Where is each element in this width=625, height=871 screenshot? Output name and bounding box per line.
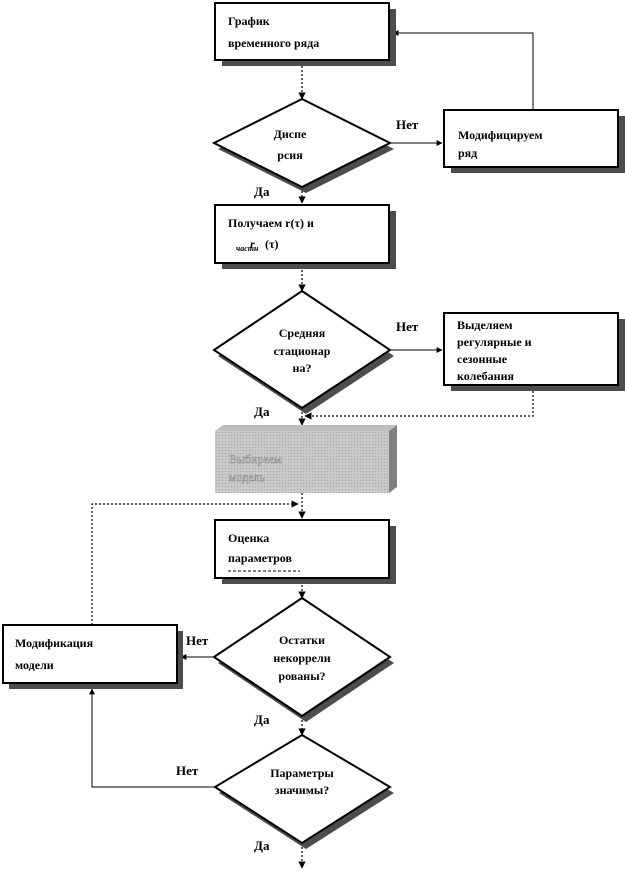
node-estimate-parameters: Оценка параметров (214, 519, 396, 584)
edge-fluctuations-return (304, 391, 534, 420)
node-extract-line4: колебания (457, 369, 514, 383)
label-parameters-no: Нет (176, 763, 199, 778)
decision-residuals-line2: некоррели (273, 651, 330, 665)
edge-labels: Нет Да Нет Да Нет Да Нет Да (176, 117, 419, 853)
label-variance-no: Нет (396, 117, 419, 132)
edge-modify-model-loop (91, 500, 299, 625)
node-modify-series-line2: ряд (458, 146, 477, 160)
node-choose-model-line1: Выбираем (229, 452, 282, 466)
node-modify-series-line1: Модифицируем (458, 128, 543, 142)
decision-mean-line2: стационар (274, 344, 331, 358)
node-modify-model: Модификация модели (2, 624, 183, 689)
decision-parameters-line2: значимы? (275, 783, 329, 797)
node-get-acf: Получаем r(τ) и частн r(τ) (214, 204, 396, 269)
edge-modify-series-loop (392, 30, 534, 110)
label-residuals-no: Нет (186, 633, 209, 648)
label-mean-no: Нет (396, 319, 419, 334)
node-estimate-line2: параметров (228, 551, 293, 565)
node-extract-line3: сезонные (457, 352, 508, 366)
decision-variance-line1: Диспе (274, 127, 307, 141)
node-extract-fluctuations: Выделяем регулярные и сезонные колебания (443, 312, 625, 391)
decision-residuals-line1: Остатки (279, 633, 325, 647)
label-variance-yes: Да (254, 184, 270, 199)
edge-parameters-no (89, 688, 215, 788)
node-time-series-graph-line1: График (228, 14, 270, 28)
decision-variance-line2: рсия (277, 148, 303, 162)
node-modify-series: Модифицируем ряд (443, 109, 625, 173)
decision-mean-line3: на? (293, 361, 312, 375)
node-modify-model-line1: Модификация (15, 636, 94, 650)
node-choose-model: Выбираем модель (215, 425, 397, 493)
node-estimate-line1: Оценка (228, 531, 269, 545)
node-time-series-graph: График временного ряда (214, 2, 396, 66)
node-extract-line1: Выделяем (457, 318, 513, 332)
label-residuals-yes: Да (254, 712, 270, 727)
node-get-acf-subscript: частн (236, 244, 259, 253)
decision-mean-line1: Средняя (279, 326, 326, 340)
decision-residuals: Остатки некоррели рованы? (212, 596, 394, 722)
node-get-acf-line2: частн (236, 244, 259, 253)
decision-parameters-line1: Параметры (270, 766, 334, 780)
node-get-acf-line2-main: r(τ) (250, 237, 279, 251)
node-modify-model-line2: модели (15, 658, 54, 672)
decision-variance: Диспе рсия (211, 97, 394, 193)
decision-parameters: Параметры значимы? (213, 733, 394, 849)
decision-mean-stationary: Средняя стационар на? (212, 289, 394, 414)
label-mean-yes: Да (254, 404, 270, 419)
node-time-series-graph-line2: временного ряда (228, 36, 319, 50)
decision-residuals-line3: рованы? (278, 669, 325, 683)
edges (89, 30, 534, 869)
node-choose-model-line2: модель (229, 470, 266, 484)
label-parameters-yes: Да (254, 838, 270, 853)
node-extract-line2: регулярные и (457, 335, 532, 349)
node-get-acf-line1: Получаем r(τ) и (228, 216, 314, 230)
